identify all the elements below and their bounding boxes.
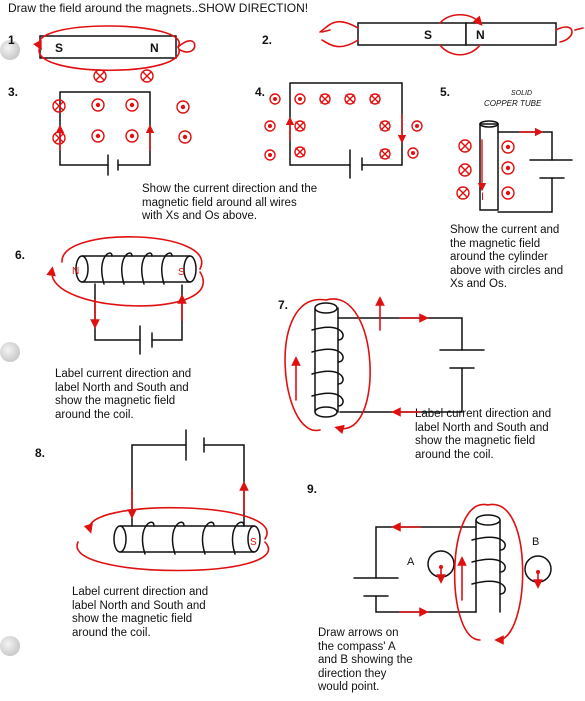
instructions-cylinder: Show the current and the magnetic field … — [450, 224, 563, 292]
tube-label-copper: COPPER TUBE — [484, 99, 542, 108]
instruction-line: Label current direction and — [415, 408, 552, 420]
instruction-line: around the cylinder — [450, 251, 548, 263]
coil6-pole-s: S — [178, 267, 185, 278]
field-lines-magnets-2 — [319, 13, 584, 56]
instruction-line: show the magnetic field — [55, 395, 176, 407]
field-lines-coil-7 — [284, 296, 429, 435]
magnet-1: S N — [39, 35, 177, 59]
instruction-line: Show the current direction and the — [142, 183, 318, 195]
coil6-pole-n: N — [72, 266, 79, 277]
instruction-line: the compass' A — [318, 640, 396, 653]
instruction-line: Label current direction and — [55, 368, 192, 380]
coil-9 — [353, 514, 506, 613]
instructions-wires: Show the current direction and the magne… — [142, 183, 317, 224]
compass-a — [427, 550, 455, 584]
problem-number-6: 6. — [15, 248, 26, 262]
compass-b — [524, 555, 552, 589]
coil-8 — [113, 429, 261, 555]
problem-number-4: 4. — [255, 85, 266, 99]
magnet-2-south: S — [424, 28, 432, 42]
magnet-1-south: S — [55, 41, 63, 55]
instruction-line: Xs and Os. — [450, 278, 507, 290]
instructions-coil8: Label current direction and label North … — [72, 586, 208, 640]
instruction-line: around the coil. — [55, 408, 134, 421]
instructions-coil6: Label current direction and label North … — [55, 368, 191, 422]
instruction-line: above with circles and — [450, 264, 564, 277]
problem-number-1: 1 — [8, 33, 15, 47]
circuit-3 — [59, 91, 151, 176]
current-label-I: I — [481, 191, 484, 203]
problem-number-9: 9. — [307, 482, 318, 496]
page-title: Draw the field around the magnets..SHOW … — [8, 1, 309, 15]
instruction-line: and B showing the — [318, 654, 413, 666]
coil8-pole-s: S — [250, 537, 257, 548]
instruction-line: magnetic field around all wires — [142, 196, 297, 209]
problem-number-7: 7. — [278, 298, 289, 312]
instruction-line: with Xs and Os above. — [142, 210, 258, 222]
problem-number-5: 5. — [440, 85, 451, 99]
instruction-line: label North and South and — [55, 381, 189, 394]
instruction-line: show the magnetic field — [72, 613, 193, 625]
field-marks-5 — [456, 127, 544, 200]
instructions-compass: Draw arrows on the compass' A and B show… — [318, 627, 413, 695]
field-lines-coil-6 — [46, 236, 204, 329]
field-lines-coil-8 — [76, 481, 270, 572]
instruction-line: label North and South and — [72, 599, 206, 612]
field-lines-coil-9 — [391, 504, 524, 645]
problem-number-3: 3. — [8, 85, 19, 99]
instruction-line: Draw arrows on — [318, 627, 399, 639]
field-marks-4 — [264, 93, 423, 161]
instruction-line: around the coil. — [72, 626, 151, 639]
instruction-line: Show the current and — [450, 224, 560, 236]
coil-7 — [311, 302, 485, 418]
instruction-line: direction they — [318, 667, 387, 680]
magnet-2-north: N — [476, 28, 485, 42]
instruction-line: the magnetic field — [450, 237, 541, 250]
field-marks-3 — [52, 69, 192, 151]
binder-hole-top — [0, 40, 20, 60]
circuit-5 — [479, 120, 573, 213]
compass-b-label: B — [532, 536, 539, 548]
binder-hole-bottom — [0, 636, 20, 656]
instruction-line: label North and South and — [415, 421, 549, 434]
instruction-line: around the coil. — [415, 448, 494, 461]
compass-a-label: A — [407, 556, 415, 568]
instruction-line: would point. — [318, 681, 380, 693]
problem-number-8: 8. — [35, 446, 46, 460]
problem-number-2: 2. — [262, 33, 273, 47]
field-lines-magnet-1 — [33, 25, 196, 72]
instruction-line: show the magnetic field — [415, 435, 536, 447]
magnet-1-north: N — [150, 41, 159, 55]
instruction-line: Label current direction and — [72, 586, 209, 598]
instructions-coil7: Label current direction and label North … — [415, 408, 551, 462]
tube-label-solid: SOLID — [511, 90, 532, 97]
magnets-2: S N — [357, 22, 557, 46]
binder-hole-middle — [0, 342, 20, 362]
